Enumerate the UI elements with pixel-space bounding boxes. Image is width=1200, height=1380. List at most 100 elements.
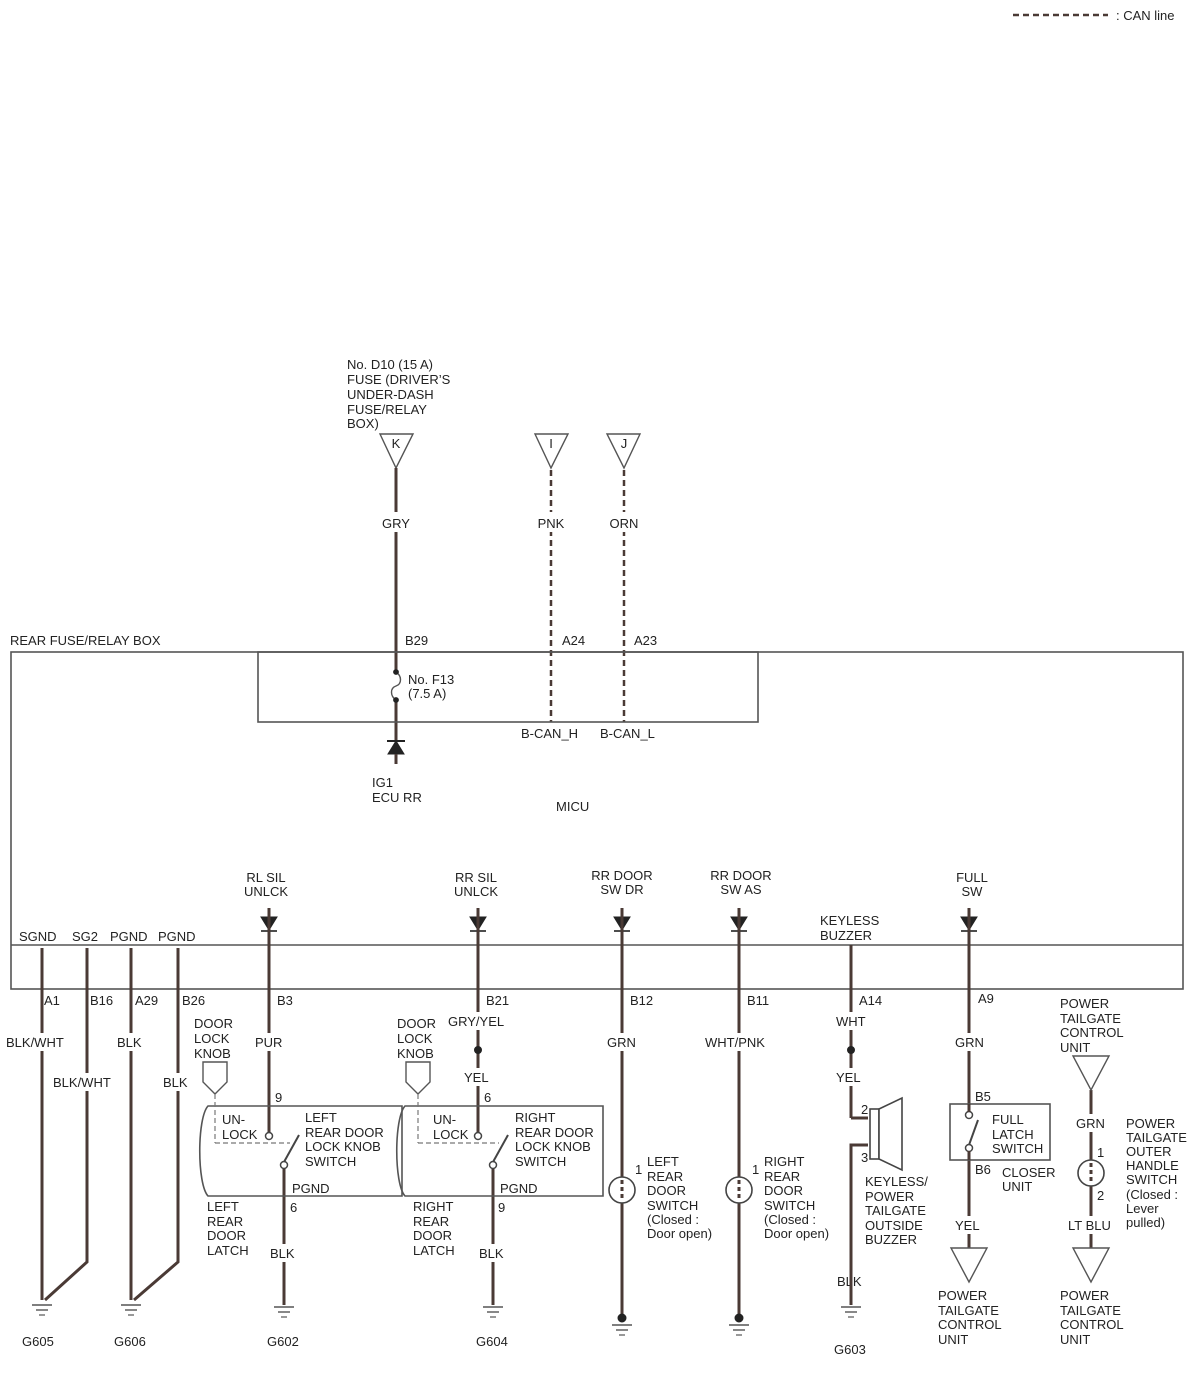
pt-control-unit-yel: UNIT [938,1332,968,1347]
closer-unit-label: UNIT [1002,1179,1032,1194]
splice-dot [474,1046,482,1054]
pt-control-unit-top: UNIT [1060,1040,1090,1055]
splice-dot [847,1046,855,1054]
pin-a24: A24 [562,633,585,648]
right-latch-name: RIGHT [413,1199,454,1214]
left-latch-name: LEFT [207,1199,239,1214]
diode-icon [387,740,405,764]
buzzer-label: KEYLESS/ [865,1174,928,1189]
right-unlock-label: UN- [433,1112,456,1127]
ground-g606: G606 [114,1334,146,1349]
outer-handle-label: OUTER [1126,1144,1172,1159]
right-door-switch-pin: 1 [752,1162,759,1177]
right-latch-name: LATCH [413,1243,455,1258]
fuse-source-label: No. D10 (15 A) FUSE (DRIVER’S UNDER-DASH… [347,357,451,431]
buzzer-pin-3: 3 [861,1150,868,1165]
left-knob-label: DOOR [194,1016,233,1031]
left-latch-name: DOOR [207,1228,246,1243]
ecu-rr-label: ECU RR [372,790,422,805]
full-latch-switch-label: SWITCH [992,1141,1043,1156]
right-latch-name: REAR [413,1214,449,1229]
signal-rl-unlck: UNLCK [244,884,288,899]
wire-label-yel: YEL [464,1070,489,1085]
pt-control-unit-yel: CONTROL [938,1317,1002,1332]
right-switch-label: RIGHT [515,1110,556,1125]
pt-control-unit-top: CONTROL [1060,1025,1124,1040]
left-switch-label: LOCK KNOB [305,1139,381,1154]
outer-handle-label: SWITCH [1126,1172,1177,1187]
pin-b21: B21 [486,993,509,1008]
buzzer-icon [849,1096,903,1305]
left-door-switch-label: REAR [647,1169,683,1184]
ground-g604: G604 [476,1334,508,1349]
wire-label-yel-2: YEL [836,1070,861,1085]
wire-label-blk-5: BLK [837,1274,862,1289]
left-door-switch-label: LEFT [647,1154,679,1169]
signal-pgnd-1: PGND [110,929,148,944]
wire-label-yel-3: YEL [955,1218,980,1233]
pin-a9: A9 [978,991,994,1006]
left-latch-pin-6: 6 [290,1200,297,1215]
buzzer-label: POWER [865,1189,914,1204]
right-knob-label: LOCK [397,1031,433,1046]
pt-control-unit-ltblu: UNIT [1060,1332,1090,1347]
left-door-switch-icon [608,1176,636,1323]
micu-inner-box [257,651,759,723]
signal-sgnd: SGND [19,929,57,944]
left-switch-label: REAR DOOR [305,1125,384,1140]
connector-k: K [378,433,415,470]
pin-b11: B11 [747,993,769,1008]
right-switch-label: REAR DOOR [515,1125,594,1140]
wire-label-orn: ORN [610,516,639,531]
closer-unit-label: CLOSER [1002,1165,1055,1180]
pt-control-unit-ltblu: CONTROL [1060,1317,1124,1332]
signal-sw-dr: SW DR [600,882,643,897]
buzzer-label: TAILGATE [865,1203,926,1218]
left-unlock-label: LOCK [222,1127,258,1142]
right-door-switch-label: DOOR [764,1183,803,1198]
closer-unit-box [949,1103,1051,1161]
pt-control-unit-top: TAILGATE [1060,1011,1121,1026]
signal-rr-door-dr: RR DOOR [591,868,652,883]
fuse-desc-line: FUSE/RELAY [347,402,427,417]
left-latch-name: LATCH [207,1243,249,1258]
wire-label-blk-2: BLK [163,1075,188,1090]
outer-handle-switch-icon [1077,1159,1105,1187]
outer-handle-pin-2: 2 [1097,1188,1104,1203]
pt-connector-top-icon [1071,1055,1111,1092]
right-switch-label: SWITCH [515,1154,566,1169]
signal-buzzer: BUZZER [820,928,872,943]
left-door-switch-pin: 1 [635,1162,642,1177]
full-latch-switch-label: FULL [992,1112,1024,1127]
signal-full: FULL [956,870,988,885]
wire-label-blk: BLK [117,1035,142,1050]
left-knob-label: LOCK [194,1031,230,1046]
rear-box-label: REAR FUSE/RELAY BOX [10,633,161,648]
right-rear-door-latch [395,1061,604,1197]
ig1-label: IG1 [372,775,393,790]
wire-label-blk-4: BLK [479,1246,504,1261]
left-door-switch-label: DOOR [647,1183,686,1198]
wire-label-gry-yel: GRY/YEL [448,1014,504,1029]
micu-label: MICU [556,799,589,814]
wire-label-wht-pnk: WHT/PNK [705,1035,765,1050]
fuse-desc-line: No. D10 (15 A) [347,357,433,372]
signal-keyless: KEYLESS [820,913,880,928]
signal-rr-door-as: RR DOOR [710,868,771,883]
pin-a14: A14 [859,993,882,1008]
wire-label-blk-wht: BLK/WHT [6,1035,64,1050]
wire-label-grn: GRN [607,1035,636,1050]
pt-connector-ltblu-icon [1071,1247,1111,1284]
right-door-switch-label: (Closed : [764,1212,816,1227]
left-door-switch-label: Door open) [647,1226,712,1241]
right-door-switch-icon [725,1176,753,1323]
signal-pgnd-2: PGND [158,929,196,944]
pin-a23: A23 [634,633,657,648]
left-latch-pgnd: PGND [292,1181,330,1196]
pt-control-unit-ltblu: POWER [1060,1288,1109,1303]
right-door-switch-label: RIGHT [764,1154,805,1169]
left-knob-label: KNOB [194,1046,231,1061]
buzzer-label: OUTSIDE [865,1218,923,1233]
right-switch-label: LOCK KNOB [515,1139,591,1154]
left-unlock-label: UN- [222,1112,245,1127]
